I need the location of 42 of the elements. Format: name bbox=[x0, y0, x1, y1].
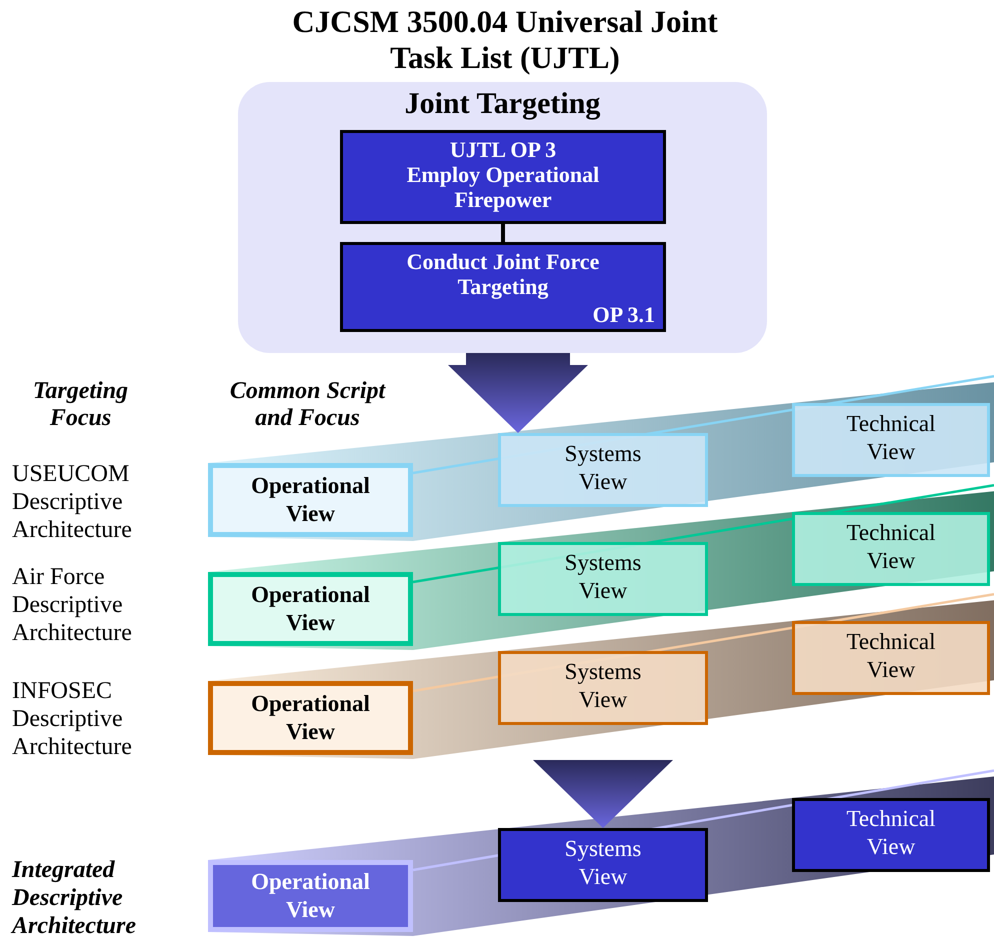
view-label: Operational View bbox=[250, 868, 371, 924]
view-box bbox=[792, 512, 990, 586]
view-box bbox=[498, 433, 708, 507]
column-heading: Common Script and Focus bbox=[228, 378, 387, 432]
task-code: OP 3.1 bbox=[592, 302, 655, 327]
view-label: Operational View bbox=[250, 690, 371, 746]
connector-line bbox=[501, 224, 505, 242]
view-box bbox=[498, 542, 708, 616]
task-title: UJTL OP 3 bbox=[450, 137, 556, 162]
view-label: Systems View bbox=[564, 440, 642, 496]
view-box bbox=[498, 651, 708, 725]
view-label: Technical View bbox=[845, 805, 937, 861]
view-label: Technical View bbox=[845, 519, 937, 575]
view-box bbox=[792, 403, 990, 477]
column-heading: Targeting Focus bbox=[32, 378, 130, 432]
view-box bbox=[208, 860, 413, 932]
view-label: Technical View bbox=[845, 628, 937, 684]
view-box bbox=[498, 828, 708, 902]
view-label: Operational View bbox=[250, 472, 371, 528]
task-description: Employ Operational Firepower bbox=[406, 162, 600, 212]
view-box bbox=[208, 463, 413, 537]
diagram-title: CJCSM 3500.04 Universal Joint Task List (UJTL) bbox=[291, 4, 719, 76]
row-label: Integrated Descriptive Architecture bbox=[12, 856, 137, 940]
view-label: Operational View bbox=[250, 581, 371, 637]
view-label: Systems View bbox=[564, 835, 642, 891]
block-arrow bbox=[448, 353, 588, 433]
view-box bbox=[792, 621, 990, 695]
group-panel bbox=[238, 82, 767, 353]
view-label: Systems View bbox=[564, 549, 642, 605]
row-label: USEUCOM Descriptive Architecture bbox=[12, 460, 133, 544]
row-label: INFOSEC Descriptive Architecture bbox=[12, 677, 133, 761]
task-box bbox=[340, 130, 666, 224]
view-box bbox=[208, 681, 413, 755]
task-box bbox=[340, 242, 666, 332]
task-title: Conduct Joint Force Targeting bbox=[406, 249, 600, 299]
block-arrow bbox=[533, 760, 673, 828]
view-label: Technical View bbox=[845, 410, 937, 466]
group-heading: Joint Targeting bbox=[404, 86, 602, 122]
view-label: Systems View bbox=[564, 658, 642, 714]
row-label: Air Force Descriptive Architecture bbox=[12, 563, 133, 647]
view-box bbox=[792, 798, 990, 872]
view-box bbox=[208, 572, 413, 646]
